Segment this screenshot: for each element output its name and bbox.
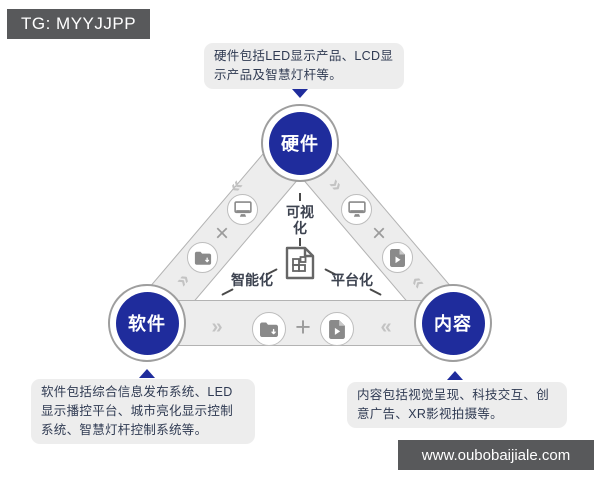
document-grid-icon <box>284 246 316 285</box>
monitor-icon <box>347 201 366 217</box>
center-label-platform: 平台化 <box>331 272 373 288</box>
node-content-label: 内容 <box>434 314 472 334</box>
media-file-icon-circle <box>320 312 354 346</box>
multiply-operator: × <box>371 220 386 247</box>
node-software-label: 软件 <box>128 314 166 334</box>
media-file-icon <box>390 248 405 267</box>
tick-dash <box>299 238 301 246</box>
node-software-circle: 软件 <box>115 291 179 355</box>
node-hardware: 硬件 <box>261 104 339 182</box>
node-hardware-label: 硬件 <box>281 134 319 154</box>
callout-software: 软件包括综合信息发布系统、LED显示播控平台、城市亮化显示控制系统、智慧灯杆控制… <box>31 379 255 444</box>
node-hardware-circle: 硬件 <box>268 111 332 175</box>
website-watermark: www.oubobaijiale.com <box>398 440 594 470</box>
node-content-circle: 内容 <box>421 291 485 355</box>
monitor-icon <box>233 201 252 217</box>
node-content: 内容 <box>414 284 492 362</box>
media-file-icon-circle <box>382 242 413 273</box>
tick-dash <box>369 288 382 296</box>
node-software: 软件 <box>108 284 186 362</box>
callout-arrow-down-icon <box>292 89 308 98</box>
plus-operator: + <box>295 312 311 342</box>
callout-content: 内容包括视觉呈现、科技交互、创意广告、XR影视拍摄等。 <box>347 382 567 428</box>
callout-arrow-up-icon <box>447 371 463 380</box>
folder-icon-circle <box>187 242 218 273</box>
chevron-icon: « <box>380 316 392 338</box>
folder-icon <box>260 322 278 337</box>
monitor-icon-circle <box>341 194 372 225</box>
tick-dash <box>299 193 301 201</box>
tick-dash <box>221 288 234 296</box>
folder-icon-circle <box>252 312 286 346</box>
center-label-intelligence: 智能化 <box>231 272 273 288</box>
media-file-icon <box>329 319 345 339</box>
callout-hardware: 硬件包括LED显示产品、LCD显示产品及智慧灯杆等。 <box>204 43 404 89</box>
callout-arrow-up-icon <box>139 369 155 378</box>
edge-software-content <box>130 300 470 346</box>
watermark-badge: TG: MYYJJPP <box>7 9 151 39</box>
monitor-icon-circle <box>227 194 258 225</box>
multiply-operator: × <box>214 220 229 247</box>
chevron-icon: » <box>211 316 223 338</box>
folder-icon <box>194 251 211 265</box>
center-label-visualization: 可视化 <box>286 204 314 236</box>
